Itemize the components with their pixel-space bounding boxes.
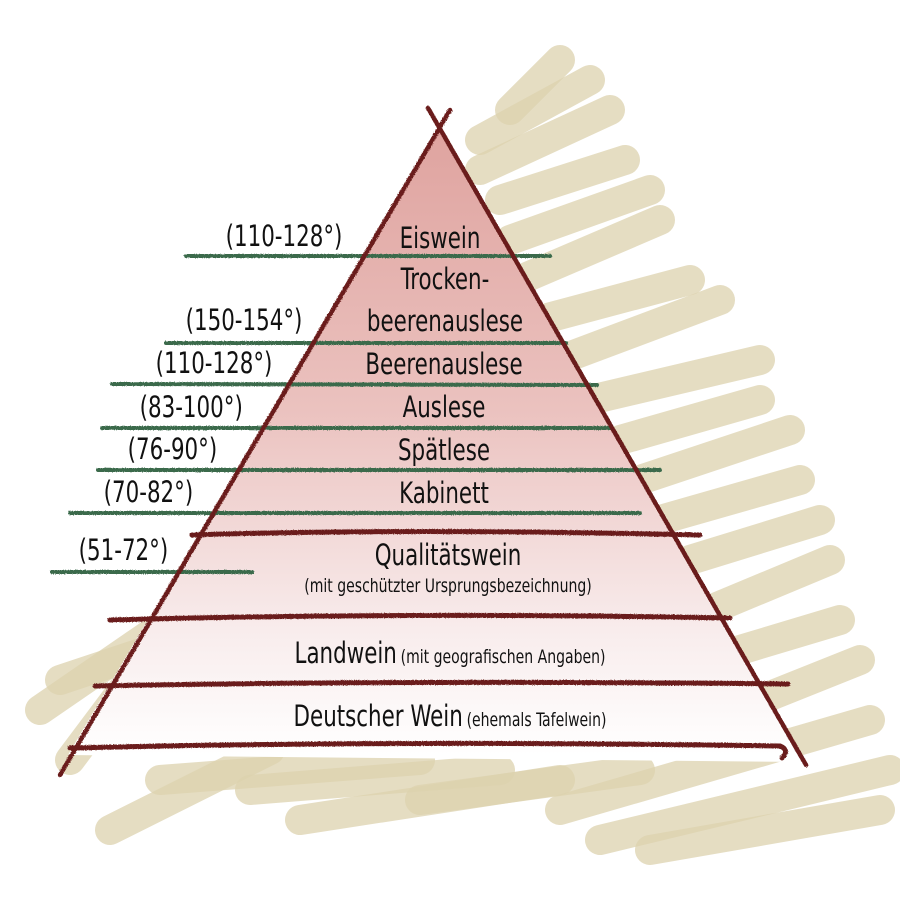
range-label-auslese: (83-100°): [139, 390, 243, 424]
tier-deutscher-wein-note: (ehemals Tafelwein): [466, 709, 607, 731]
tier-qualitaetswein: Qualitätswein: [374, 538, 522, 572]
tier-eiswein: Eiswein: [399, 221, 481, 255]
range-label-qualitaetswein: (51-72°): [78, 533, 168, 567]
tier-lines: [67, 529, 791, 761]
range-lines: [50, 254, 662, 574]
tier-auslese: Auslese: [402, 390, 486, 424]
range-label-eiswein: (110-128°): [225, 219, 342, 253]
range-label-beerenauslese: (110-128°): [155, 346, 272, 380]
pyramid-outline: [57, 105, 809, 778]
pyramid-fill: [68, 128, 806, 762]
tier-trockenbeerenauslese-line2: beerenauslese: [366, 304, 524, 338]
tier-qualitaetswein-note: (mit geschützter Ursprungsbezeichnung): [304, 575, 592, 597]
tier-landwein-name: Landwein: [294, 636, 397, 670]
tier-landwein: Landwein (mit geografischen Angaben): [295, 639, 606, 668]
tier-beerenauslese: Beerenauslese: [365, 347, 523, 381]
range-label-trockenbeerenauslese: (150-154°): [185, 303, 302, 337]
tier-deutscher-wein-name: Deutscher Wein: [293, 699, 463, 733]
tier-kabinett: Kabinett: [399, 476, 489, 510]
range-label-kabinett: (70-82°): [103, 475, 193, 509]
tier-trockenbeerenauslese-line1: Trocken-: [400, 262, 490, 296]
tier-spaetlese: Spätlese: [397, 433, 491, 467]
tier-deutscher-wein: Deutscher Wein (ehemals Tafelwein): [294, 702, 607, 731]
tier-landwein-note: (mit geografischen Angaben): [400, 646, 606, 668]
range-label-spaetlese: (76-90°): [127, 432, 217, 466]
